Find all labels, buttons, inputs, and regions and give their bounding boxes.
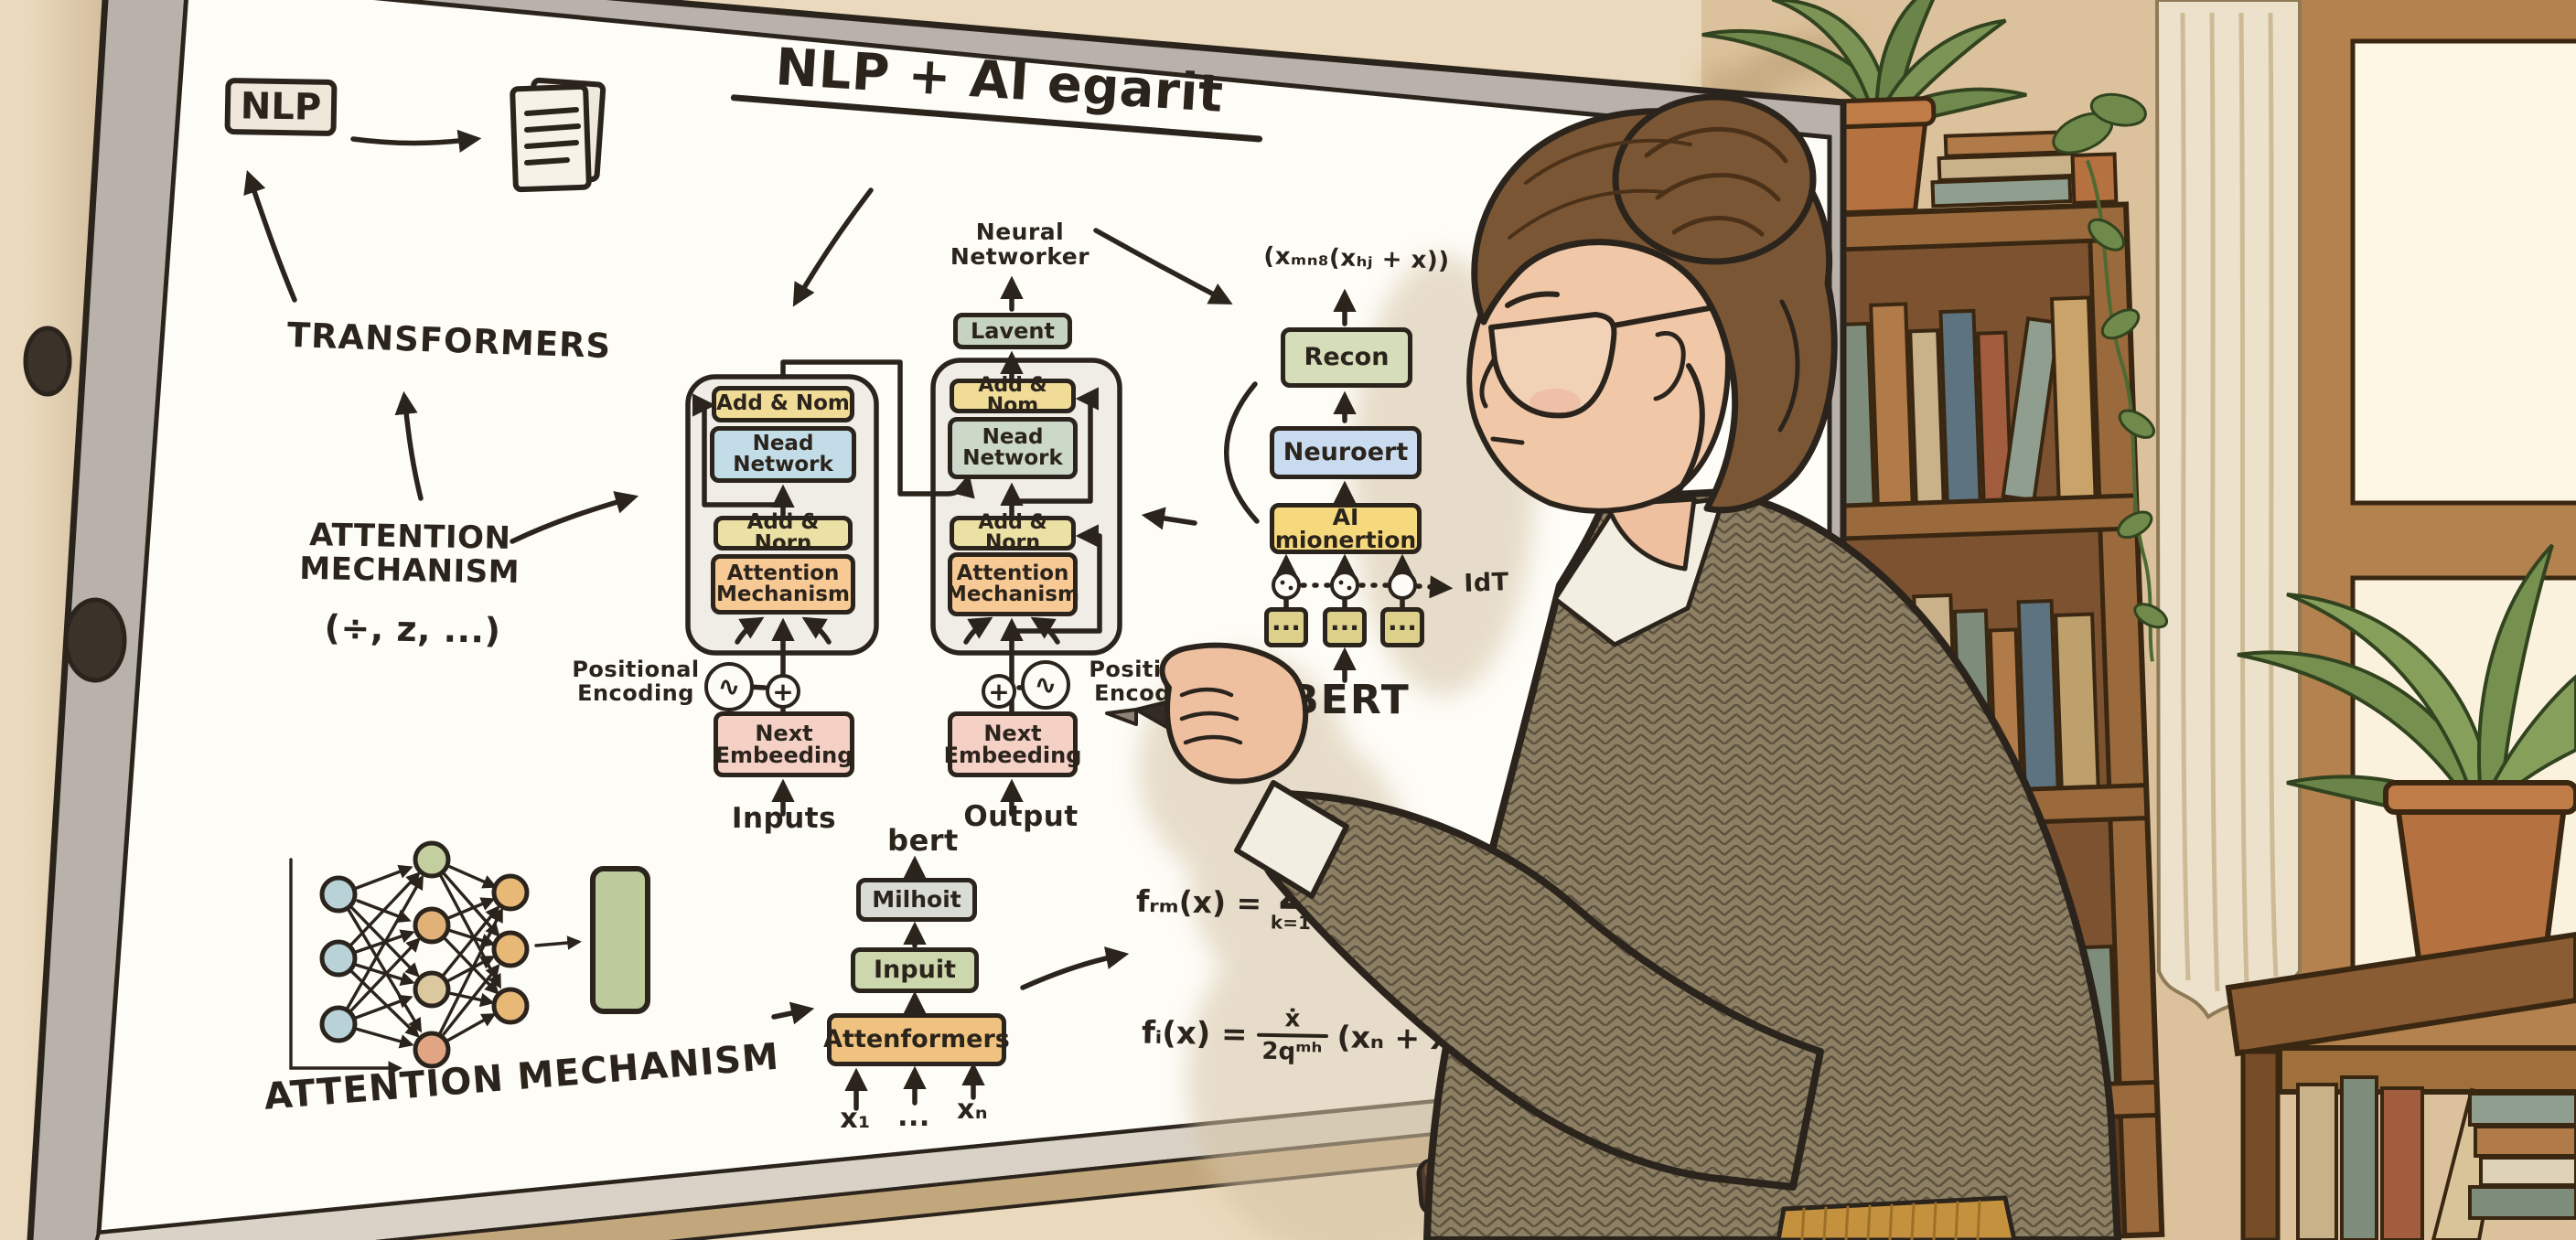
curtain: [2154, 0, 2302, 1020]
decoder-feed-forward-box: Nead Network: [948, 417, 1078, 479]
books-row: [1834, 295, 2098, 508]
side-table: [2225, 931, 2576, 1240]
milhoit-box: Milhoit: [856, 878, 977, 922]
trailing-vine: [2052, 92, 2169, 662]
formula-f1: fᵣₘ(x) = Σ k=1 ooo: [1135, 869, 1368, 934]
attention-mechanism-label: ATTENTION MECHANISM: [298, 517, 521, 592]
xn-label: xₙ: [956, 1093, 989, 1126]
sine-wave-icon: ∿: [1021, 660, 1070, 710]
encoder-feed-forward-box: Nead Network: [710, 426, 856, 483]
nlp-box: NLP: [224, 77, 338, 137]
document-icon: [494, 73, 631, 203]
token-box: ...: [1323, 607, 1367, 647]
bert-small-label: bert: [887, 822, 959, 858]
board-knob: [63, 597, 127, 683]
neural-networker-label: Neural Networker: [950, 219, 1090, 270]
attention-network: [289, 840, 650, 1075]
encoder-embedding-box: Next Embeeding: [714, 711, 854, 777]
idt-label: IdT: [1463, 568, 1510, 599]
token-box: ...: [1264, 607, 1308, 647]
token-box: ...: [1380, 607, 1424, 647]
encoder-inputs-label: Inputs: [731, 802, 837, 836]
dots-label: ...: [897, 1100, 930, 1133]
sine-wave-icon: ∿: [704, 662, 754, 711]
decoder-add-norm-top-box: Add & Nom: [950, 375, 1076, 416]
decoder-attention-box: Attention Mechanism: [946, 552, 1079, 616]
plus-circle-icon: +: [982, 674, 1016, 709]
fern-plant: [2237, 543, 2576, 961]
encoder-add-norm-top-box: Add & Nom: [712, 386, 854, 422]
neuroert-box: Neuroert: [1270, 426, 1422, 479]
encoder-attention-box: Attention Mechanism: [711, 554, 855, 615]
x1-label: x₁: [840, 1102, 871, 1135]
inp uit-box: Inpuit: [851, 947, 979, 993]
bert-label: BERT: [1288, 677, 1411, 724]
decoder-output-label: Output: [963, 800, 1079, 834]
encoder-positional-encoding-label: Positional Encoding: [572, 657, 700, 706]
formula-f2: fᵢ(x) = ẋ 2qᵐʰ (xₙ + x₁xₕ): [1141, 1005, 1511, 1066]
attenformers-box: Attenformers: [823, 1013, 1010, 1066]
decoder-embedding-box: Next Embeeding: [944, 711, 1081, 777]
plus-circle-icon: +: [766, 674, 800, 709]
decoder-positional-encoding-label: Positional Encoding: [1089, 657, 1217, 706]
decoder-add-norm-bottom-box: Add & Norn: [950, 512, 1076, 553]
ai-mionertion-box: AI mionertion: [1270, 503, 1422, 554]
token-circles: [1272, 571, 1417, 600]
board-knob: [23, 326, 72, 397]
recon-box: Recon: [1281, 327, 1412, 388]
transformers-label: TRANSFORMERS: [286, 315, 612, 367]
bert-formula-label: (xₘₙ₈(xₕⱼ + x)): [1263, 242, 1450, 275]
encoder-add-norm-bottom-box: Add & Norn: [714, 511, 853, 554]
latent-box: Lavent: [953, 313, 1072, 349]
attention-args-label: (÷, z, ...): [324, 607, 501, 652]
